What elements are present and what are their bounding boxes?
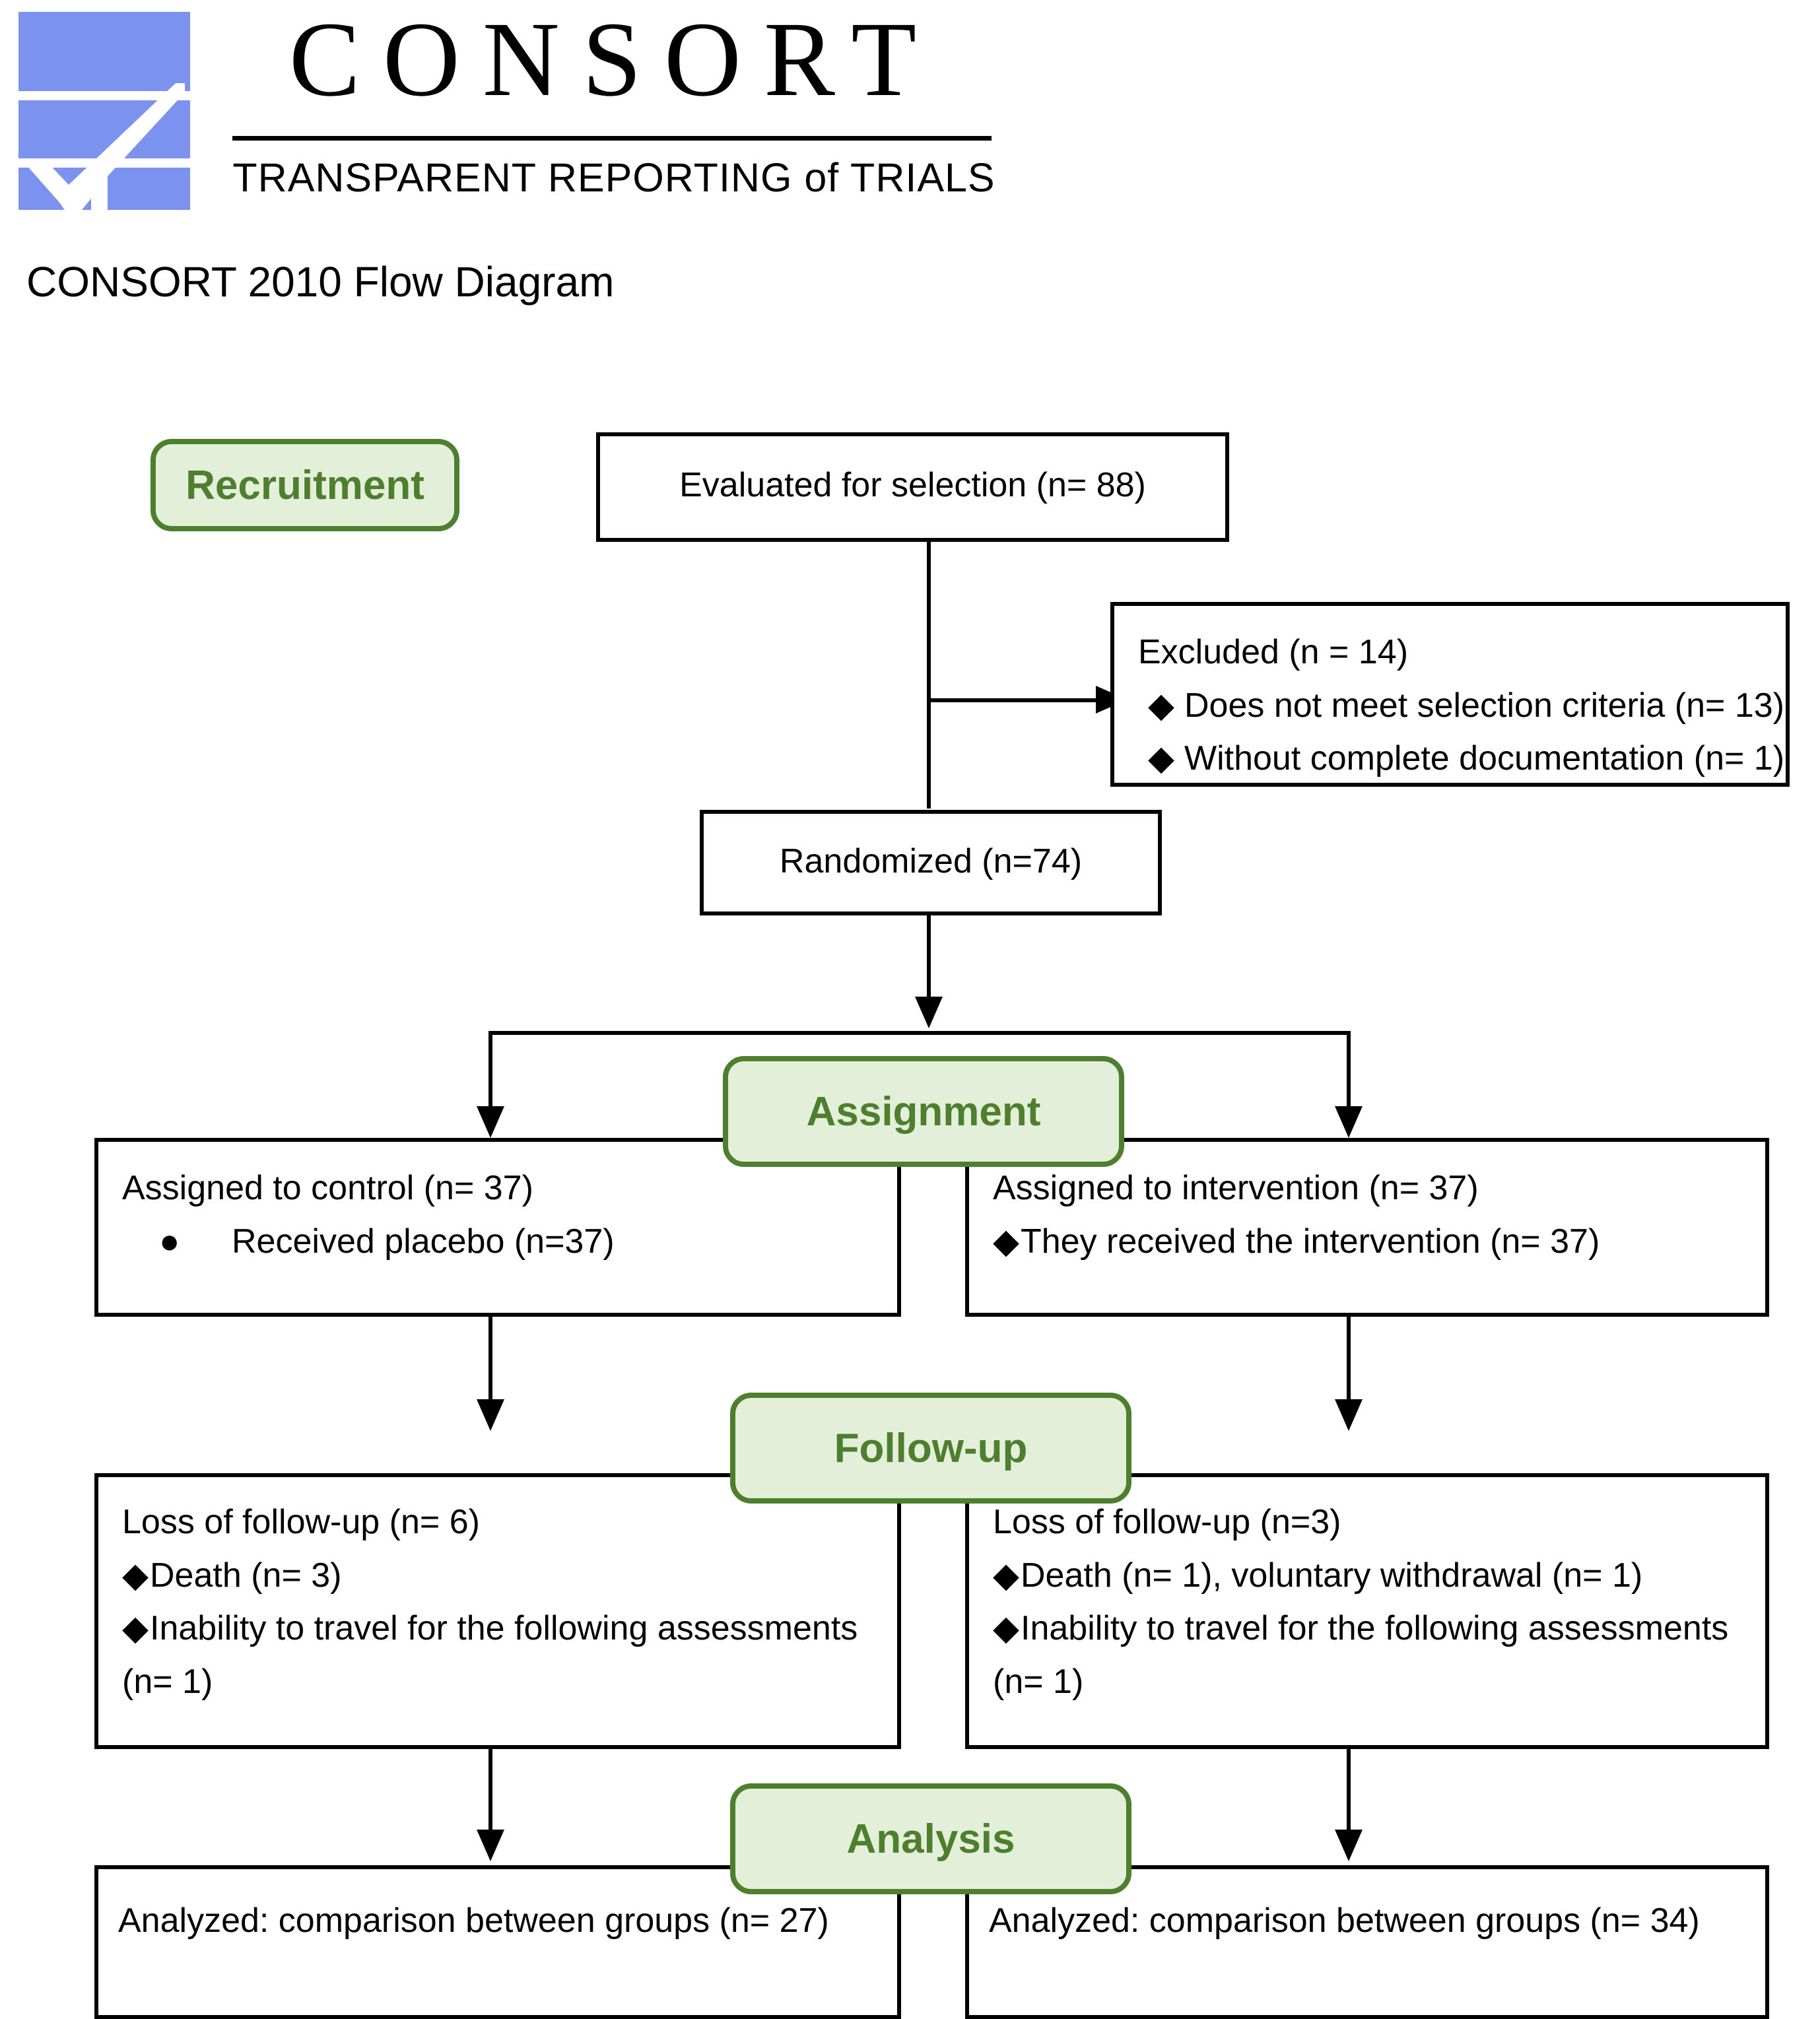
diamond-bullet-icon: ◆: [1148, 739, 1174, 778]
box-followup-control-item-1: ◆Inability to travel for the following a…: [122, 1602, 877, 1708]
diamond-bullet-icon: ◆: [122, 1609, 149, 1648]
connector-assignment-split: [489, 1031, 1351, 1035]
box-intervention-item-0: ◆They received the intervention (n= 37): [993, 1215, 1752, 1269]
consort-wordmark: CONSORT TRANSPARENT REPORTING of TRIALS: [224, 7, 1003, 211]
connector-intervention-to-followup: [1347, 1317, 1351, 1403]
box-followup-control-title: Loss of follow-up (n= 6): [122, 1503, 480, 1541]
arrowhead-assignment-left: [477, 1106, 504, 1138]
diamond-bullet-icon: ◆: [993, 1556, 1019, 1595]
page-title: CONSORT 2010 Flow Diagram: [26, 258, 615, 306]
stage-badge-assignment: Assignment: [723, 1056, 1124, 1167]
box-excluded-body: Excluded (n = 14) ◆Does not meet selecti…: [1138, 626, 1784, 785]
box-assigned-to-intervention: Assigned to intervention (n= 37) ◆They r…: [965, 1138, 1769, 1317]
box-excluded-title: Excluded (n = 14): [1138, 633, 1409, 671]
connector-followup-intervention-to-analysis: [1347, 1749, 1351, 1835]
box-randomized-title: Randomized (n=74): [779, 842, 1083, 880]
diamond-bullet-icon: ◆: [993, 1222, 1019, 1261]
box-evaluated-title: Evaluated for selection (n= 88): [679, 466, 1146, 504]
connector-followup-control-to-analysis: [489, 1749, 492, 1835]
connector-evaluated-down: [927, 542, 931, 809]
box-analysis-control-title: Analyzed: comparison between groups (n= …: [118, 1902, 829, 1940]
box-evaluated-for-selection: Evaluated for selection (n= 88): [596, 432, 1229, 542]
connector-control-to-followup: [489, 1317, 492, 1403]
stage-badge-recruitment: Recruitment: [151, 439, 459, 531]
box-intervention-body: Assigned to intervention (n= 37) ◆They r…: [993, 1162, 1752, 1268]
consort-wordmark-text: CONSORT: [288, 1, 939, 119]
box-assigned-to-control: Assigned to control (n= 37) ●Received pl…: [94, 1138, 901, 1317]
stage-badge-analysis: Analysis: [730, 1783, 1131, 1894]
box-control-item-0: ●Received placebo (n=37): [122, 1215, 884, 1269]
stage-badge-followup: Follow-up: [730, 1393, 1131, 1504]
box-followup-control: Loss of follow-up (n= 6) ◆Death (n= 3) ◆…: [94, 1473, 901, 1749]
arrowhead-randomized-down: [915, 997, 943, 1028]
arrowhead-intervention-to-followup: [1335, 1399, 1363, 1431]
arrowhead-assignment-right: [1335, 1106, 1363, 1138]
box-randomized: Randomized (n=74): [700, 810, 1162, 915]
diamond-bullet-icon: ◆: [993, 1609, 1019, 1648]
connector-assignment-left-drop: [489, 1031, 492, 1110]
box-excluded-item-1: ◆Without complete documentation (n= 1): [1138, 732, 1784, 785]
wordmark-divider: [232, 136, 992, 141]
box-control-title: Assigned to control (n= 37): [122, 1169, 533, 1207]
box-followup-control-body: Loss of follow-up (n= 6) ◆Death (n= 3) ◆…: [122, 1496, 877, 1708]
box-followup-intervention-title: Loss of follow-up (n=3): [993, 1503, 1341, 1541]
consort-tagline: TRANSPARENT REPORTING of TRIALS: [232, 155, 995, 200]
box-analysis-intervention-title: Analyzed: comparison between groups (n= …: [989, 1902, 1700, 1940]
box-excluded-item-0: ◆Does not meet selection criteria (n= 13…: [1138, 679, 1784, 733]
box-intervention-title: Assigned to intervention (n= 37): [993, 1169, 1479, 1207]
box-followup-intervention: Loss of follow-up (n=3) ◆Death (n= 1), v…: [965, 1473, 1769, 1749]
arrowhead-followup-control-to-analysis: [477, 1830, 504, 1861]
box-control-body: Assigned to control (n= 37) ●Received pl…: [122, 1162, 884, 1268]
consort-logo-icon: [18, 12, 190, 210]
diamond-bullet-icon: ◆: [1148, 686, 1174, 725]
arrowhead-followup-intervention-to-analysis: [1335, 1830, 1363, 1861]
diamond-bullet-icon: ◆: [122, 1556, 149, 1595]
connector-assignment-right-drop: [1347, 1031, 1351, 1110]
box-followup-intervention-item-1: ◆Inability to travel for the following a…: [993, 1602, 1745, 1708]
box-followup-intervention-body: Loss of follow-up (n=3) ◆Death (n= 1), v…: [993, 1496, 1745, 1708]
box-followup-intervention-item-0: ◆Death (n= 1), voluntary withdrawal (n= …: [993, 1549, 1745, 1603]
connector-to-excluded: [927, 698, 1098, 702]
arrowhead-control-to-followup: [477, 1399, 504, 1431]
round-bullet-icon: ●: [159, 1222, 180, 1261]
connector-randomized-down: [927, 915, 931, 1000]
box-followup-control-item-0: ◆Death (n= 3): [122, 1549, 877, 1603]
box-excluded: Excluded (n = 14) ◆Does not meet selecti…: [1110, 602, 1790, 787]
